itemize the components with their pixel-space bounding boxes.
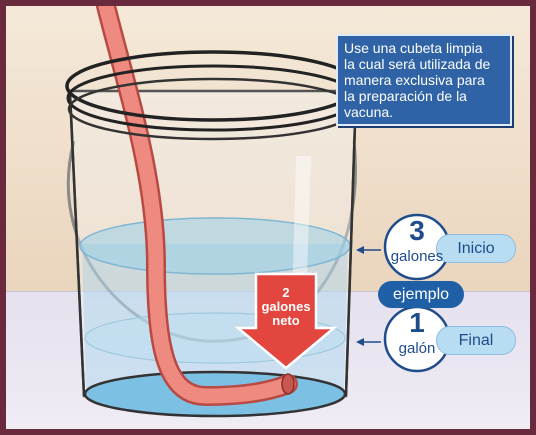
difference-unit: galones	[261, 299, 311, 314]
callout-line: manera exclusiva para	[344, 72, 485, 88]
end-gallon-number: 1	[409, 307, 425, 338]
bucket-scene	[65, 6, 451, 418]
callout-line: la preparación de la	[344, 88, 467, 104]
water-level-start	[79, 217, 351, 275]
callout-line: Use una cubeta limpia	[344, 40, 483, 56]
start-gallon-number: 3	[409, 215, 425, 246]
callout-line: la cual será utilizada de	[344, 56, 491, 72]
end-tag: Final	[436, 326, 516, 355]
instruction-callout: Use una cubeta limpia la cual será utili…	[336, 34, 512, 126]
hose-end	[281, 373, 295, 395]
difference-arrow-label: 2 galones neto	[256, 286, 316, 328]
bucket-reflection	[292, 156, 311, 306]
difference-number: 2	[282, 285, 290, 300]
start-gallon-unit: galones	[390, 248, 444, 265]
callout-line: vacuna.	[344, 104, 394, 120]
example-tag: ejemplo	[378, 281, 464, 308]
difference-qualifier: neto	[272, 313, 300, 328]
difference-arrow	[234, 272, 338, 370]
start-tag: Inicio	[436, 234, 516, 263]
end-gallon-unit: galón	[398, 340, 436, 357]
